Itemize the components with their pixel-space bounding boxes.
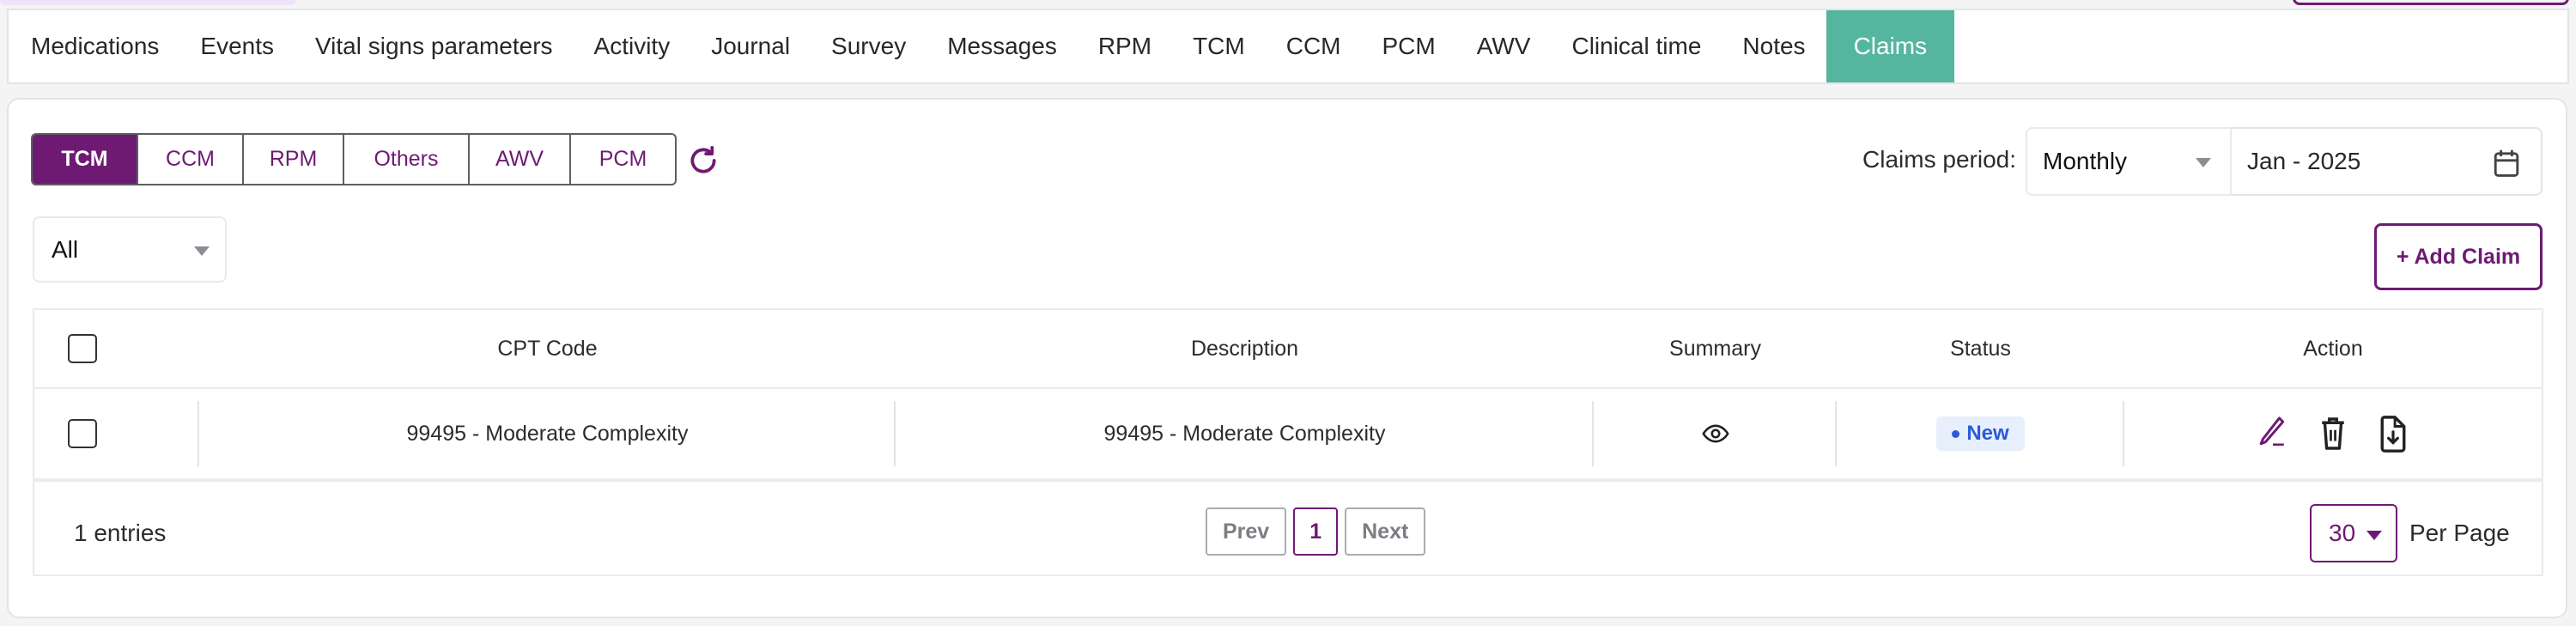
claims-table: CPT Code Description Summary Status Acti… <box>33 308 2543 576</box>
tab-claims[interactable]: Claims <box>1826 10 1955 82</box>
tab-pcm[interactable]: PCM <box>1382 33 1436 59</box>
chevron-down-icon <box>2196 158 2211 167</box>
claims-period-value: Monthly <box>2043 148 2128 174</box>
delete-icon[interactable] <box>2318 413 2348 454</box>
claims-period-select[interactable]: Monthly <box>2026 127 2232 196</box>
header-action: Action <box>2303 336 2363 361</box>
status-badge: New <box>1936 416 2025 451</box>
claim-type-pcm[interactable]: PCM <box>598 147 647 171</box>
tab-medications[interactable]: Medications <box>31 33 160 59</box>
pagination: Prev 1 Next <box>1206 507 1426 556</box>
table-header: CPT Code Description Summary Status Acti… <box>34 310 2542 389</box>
row-checkbox[interactable] <box>68 419 97 448</box>
claim-type-tcm[interactable]: TCM <box>33 135 138 184</box>
claim-type-selector: TCM CCM RPM Others AWV PCM <box>31 133 677 185</box>
edit-icon[interactable] <box>2258 413 2287 454</box>
claim-type-ccm[interactable]: CCM <box>138 135 244 184</box>
select-all-checkbox[interactable] <box>68 334 97 363</box>
tab-rpm[interactable]: RPM <box>1097 33 1152 59</box>
status-text: New <box>1966 422 2009 445</box>
page-1-button[interactable]: 1 <box>1293 507 1339 556</box>
per-page-label: Per Page <box>2409 520 2510 546</box>
tab-clinical-time[interactable]: Clinical time <box>1571 33 1702 59</box>
calendar-icon[interactable] <box>2493 148 2520 179</box>
top-strip <box>0 0 296 5</box>
claims-period-label: Claims period: <box>1862 146 2016 173</box>
header-description: Description <box>1190 336 1299 361</box>
tab-events[interactable]: Events <box>200 33 275 59</box>
claims-card: TCM CCM RPM Others AWV PCM Claims period… <box>7 98 2567 618</box>
per-page-value: 30 <box>2329 520 2356 546</box>
tab-awv[interactable]: AWV <box>1476 33 1531 59</box>
refresh-icon[interactable] <box>687 144 720 177</box>
tab-tcm[interactable]: TCM <box>1193 33 1245 59</box>
prev-page-button[interactable]: Prev <box>1206 507 1287 556</box>
tab-messages[interactable]: Messages <box>947 33 1057 59</box>
header-cpt-code: CPT Code <box>497 336 598 361</box>
download-file-icon[interactable] <box>2379 413 2408 454</box>
chevron-down-icon <box>194 246 210 256</box>
claim-type-rpm[interactable]: RPM <box>244 135 344 184</box>
header-summary: Summary <box>1669 336 1761 361</box>
cpt-code-cell: 99495 - Moderate Complexity <box>199 389 896 478</box>
top-right-button[interactable] <box>2293 0 2569 5</box>
add-claim-button[interactable]: + Add Claim <box>2374 223 2543 290</box>
entries-count: 1 entries <box>74 520 167 546</box>
tab-ccm[interactable]: CCM <box>1285 33 1341 59</box>
tab-survey[interactable]: Survey <box>831 33 907 59</box>
caret-down-icon <box>2366 531 2382 540</box>
status-filter-select[interactable]: All <box>33 216 227 283</box>
tab-journal[interactable]: Journal <box>711 33 791 59</box>
status-filter-value: All <box>52 235 79 263</box>
tab-notes[interactable]: Notes <box>1742 33 1806 59</box>
description-cell: 99495 - Moderate Complexity <box>896 389 1594 478</box>
claim-type-awv[interactable]: AWV <box>470 135 571 184</box>
claims-date-picker[interactable]: Jan - 2025 <box>2232 127 2543 196</box>
eye-icon[interactable] <box>1701 419 1730 448</box>
tab-bar: Medications Events Vital signs parameter… <box>7 9 2569 84</box>
next-page-button[interactable]: Next <box>1345 507 1426 556</box>
table-row: 99495 - Moderate Complexity 99495 - Mode… <box>34 389 2542 482</box>
tab-vital-signs-parameters[interactable]: Vital signs parameters <box>315 33 553 59</box>
header-status: Status <box>1950 336 2011 361</box>
tab-activity[interactable]: Activity <box>593 33 671 59</box>
claim-type-others[interactable]: Others <box>344 135 470 184</box>
status-dot <box>1952 429 1960 438</box>
claims-date-value: Jan - 2025 <box>2247 148 2361 174</box>
per-page-select[interactable]: 30 <box>2310 504 2397 562</box>
table-footer: 1 entries Prev 1 Next 30 Per Page <box>34 485 2542 576</box>
